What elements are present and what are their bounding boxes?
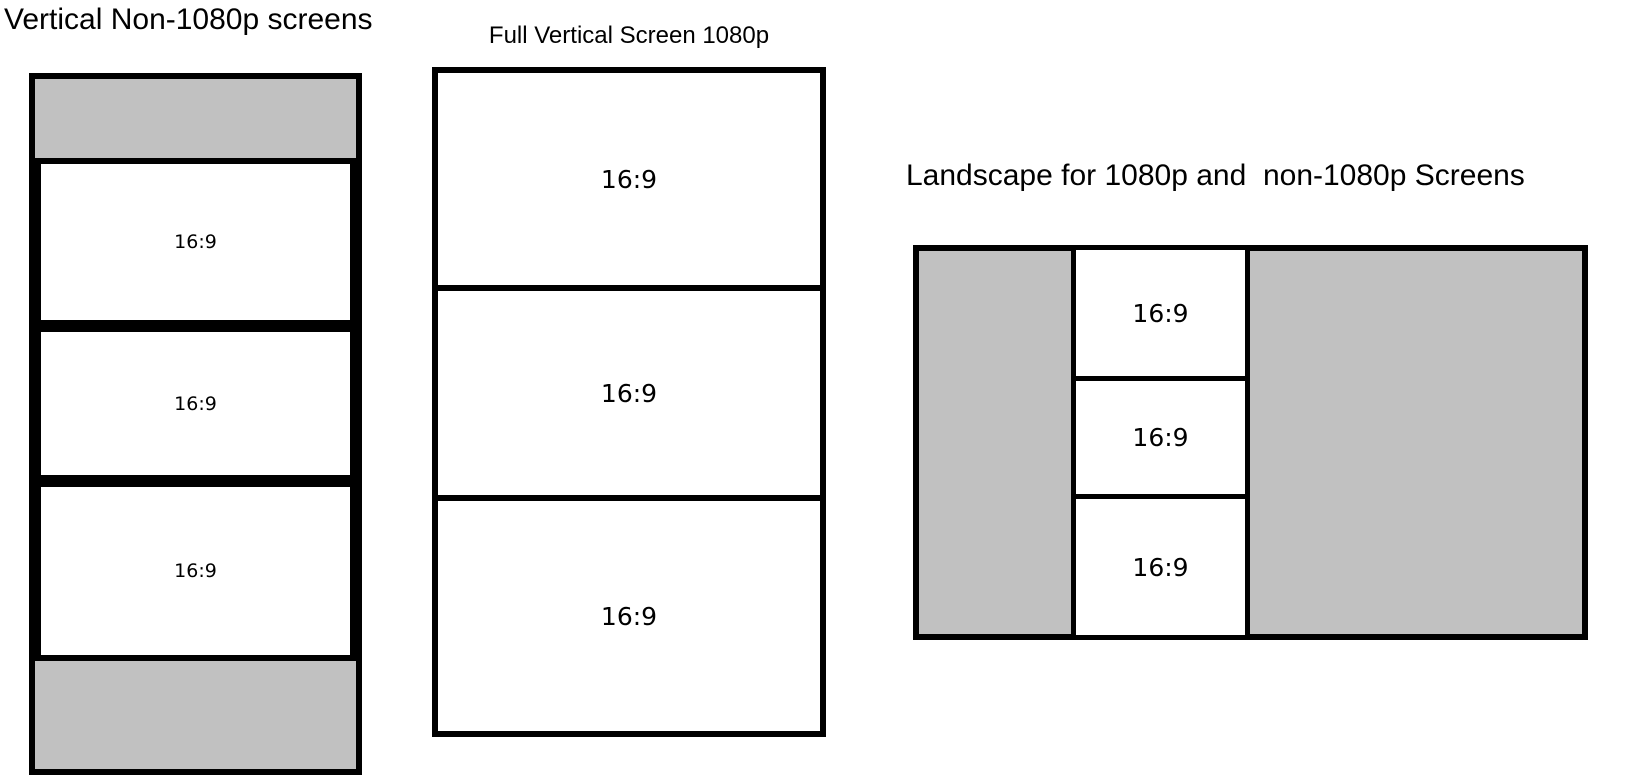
aspect-ratio-label: 16:9 bbox=[174, 392, 217, 415]
vertical-non1080p-aspect-box-3: 16:9 bbox=[35, 481, 356, 661]
full-vertical-1080p-aspect-box-1: 16:9 bbox=[432, 67, 826, 291]
vertical-non1080p-title: Vertical Non-1080p screens bbox=[4, 3, 373, 36]
full-vertical-1080p-aspect-box-3: 16:9 bbox=[432, 495, 826, 737]
aspect-ratio-label: 16:9 bbox=[1132, 552, 1189, 582]
aspect-ratio-label: 16:9 bbox=[174, 231, 217, 253]
landscape-aspect-box-1: 16:9 bbox=[1071, 245, 1250, 381]
full-vertical-1080p-aspect-box-2: 16:9 bbox=[432, 285, 826, 501]
vertical-non1080p-top-gray-bar bbox=[35, 79, 356, 158]
landscape-aspect-box-2: 16:9 bbox=[1071, 376, 1250, 499]
landscape-left-gray-bar bbox=[919, 251, 1071, 634]
landscape-right-gray-bar bbox=[1250, 251, 1582, 634]
aspect-ratio-label: 16:9 bbox=[174, 560, 217, 582]
vertical-non1080p-bottom-gray-bar bbox=[35, 661, 356, 769]
landscape-title: Landscape for 1080p and non-1080p Screen… bbox=[906, 159, 1525, 192]
aspect-ratio-label: 16:9 bbox=[600, 378, 658, 408]
aspect-ratio-label: 16:9 bbox=[1132, 423, 1189, 452]
aspect-ratio-label: 16:9 bbox=[600, 164, 658, 194]
vertical-non1080p-aspect-box-2: 16:9 bbox=[35, 326, 356, 481]
aspect-ratio-label: 16:9 bbox=[600, 601, 658, 631]
vertical-non1080p-frame: 16:9 16:9 16:9 bbox=[29, 73, 362, 775]
aspect-ratio-label: 16:9 bbox=[1132, 298, 1189, 328]
vertical-non1080p-aspect-box-1: 16:9 bbox=[35, 158, 356, 326]
landscape-aspect-box-3: 16:9 bbox=[1071, 494, 1250, 640]
landscape-frame: 16:9 16:9 16:9 bbox=[913, 245, 1588, 640]
full-vertical-1080p-title: Full Vertical Screen 1080p bbox=[488, 22, 770, 49]
landscape-center-column: 16:9 16:9 16:9 bbox=[1071, 245, 1250, 640]
